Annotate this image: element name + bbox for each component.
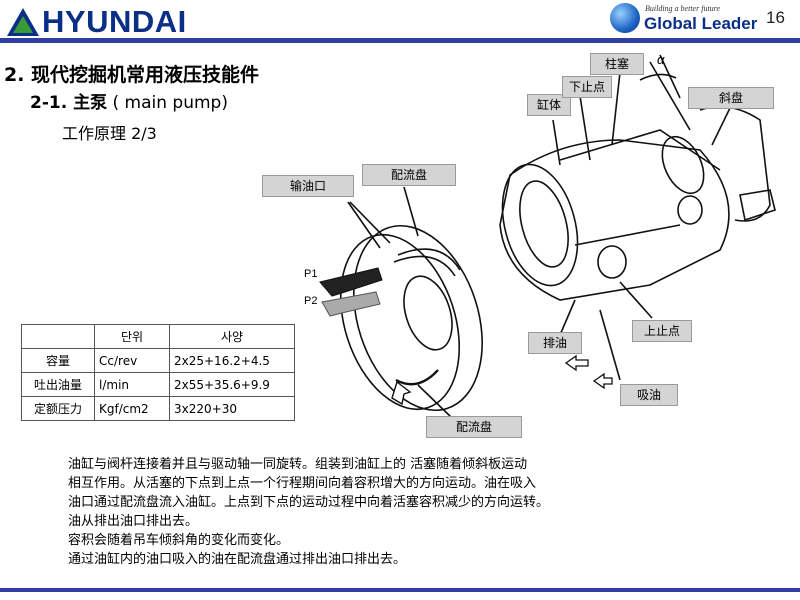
table-cell: Cc/rev (94, 348, 170, 373)
label-alpha: α (657, 52, 665, 67)
table-cell: 3x220+30 (169, 396, 295, 421)
flow-arrows (564, 354, 613, 390)
section-title: 2. 现代挖掘机常用液压技能件 (4, 64, 260, 86)
callout-bottom-dead-center: 下止点 (562, 76, 612, 98)
description-line: 油从排出油口排出去。 (68, 514, 199, 529)
callout-swash-plate: 斜盘 (688, 87, 774, 109)
hyundai-triangle-icon (7, 8, 39, 36)
description-line: 油缸与阀杆连接着并且与驱动轴一同旋转。组装到油缸上的 活塞随着倾斜板运动 (68, 457, 528, 472)
spec-table: 단위 사양 容量 Cc/rev 2x25+16.2+4.5 吐出油量 l/min… (21, 324, 295, 421)
global-leader-logo: Building a better future Global Leader (610, 2, 760, 36)
tagline: Building a better future (645, 4, 721, 13)
description-line: 通过油缸内的油口吸入的油在配流盘通过排出油口排出去。 (68, 552, 407, 567)
slogan: Global Leader (644, 14, 758, 33)
description-line: 容积会随着吊车倾斜角的变化而变化。 (68, 533, 290, 548)
callout-oil-out-port: 输油口 (262, 175, 354, 197)
table-cell: l/min (94, 372, 170, 397)
callout-valve-plate-bottom: 配流盘 (426, 416, 522, 438)
p2-arrow (321, 291, 381, 317)
table-row: 吐出油量 l/min 2x55+35.6+9.9 (21, 372, 295, 397)
description-text: 油缸与阀杆连接着并且与驱动轴一同旋转。组装到油缸上的 活塞随着倾斜板运动 相互作… (68, 455, 549, 569)
table-cell: 定额压力 (21, 396, 95, 421)
header-divider (0, 38, 800, 43)
hyundai-logo: HYUNDAI (6, 4, 187, 40)
label-p1: P1 (304, 268, 318, 280)
table-header-cell: 사양 (169, 324, 295, 349)
pump-body-drawing (499, 54, 776, 381)
table-header-cell: 단위 (94, 324, 170, 349)
rotation-arrow (391, 380, 412, 406)
callout-cylinder: 缸体 (527, 94, 571, 116)
subsection-english: ( main pump) (112, 93, 228, 113)
subsection-title: 2-1. 主泵 ( main pump) (30, 88, 228, 113)
label-p2: P2 (304, 295, 318, 307)
table-header-row: 단위 사양 (21, 324, 295, 349)
brand-name: HYUNDAI (42, 4, 187, 39)
callout-plunger: 柱塞 (590, 53, 644, 75)
topic-title: 工作原理 2/3 (62, 124, 157, 143)
table-row: 容量 Cc/rev 2x25+16.2+4.5 (21, 348, 295, 373)
page-number: 16 (766, 8, 785, 27)
globe-icon (610, 3, 640, 33)
table-cell: 容量 (21, 348, 95, 373)
table-cell: 2x25+16.2+4.5 (169, 348, 295, 373)
description-line: 油口通过配流盘流入油缸。上点到下点的运动过程中向着活塞容积减少的方向运转。 (68, 495, 550, 510)
callout-valve-plate-top: 配流盘 (362, 164, 456, 186)
callout-discharge: 排油 (528, 332, 582, 354)
p1-arrow (319, 267, 383, 297)
footer-divider (0, 588, 800, 592)
table-row: 定额压力 Kgf/cm2 3x220+30 (21, 396, 295, 421)
table-cell: 吐出油量 (21, 372, 95, 397)
valve-plate-drawing (339, 186, 483, 419)
subsection-number: 2-1. 主泵 (30, 93, 108, 113)
table-header-cell (21, 324, 95, 349)
table-cell: Kgf/cm2 (94, 396, 170, 421)
table-cell: 2x55+35.6+9.9 (169, 372, 295, 397)
callout-top-dead-center: 上止点 (632, 320, 692, 342)
description-line: 相互作用。从活塞的下点到上点一个行程期间向着容积增大的方向运动。油在吸入 (68, 476, 537, 491)
callout-suction: 吸油 (620, 384, 678, 406)
